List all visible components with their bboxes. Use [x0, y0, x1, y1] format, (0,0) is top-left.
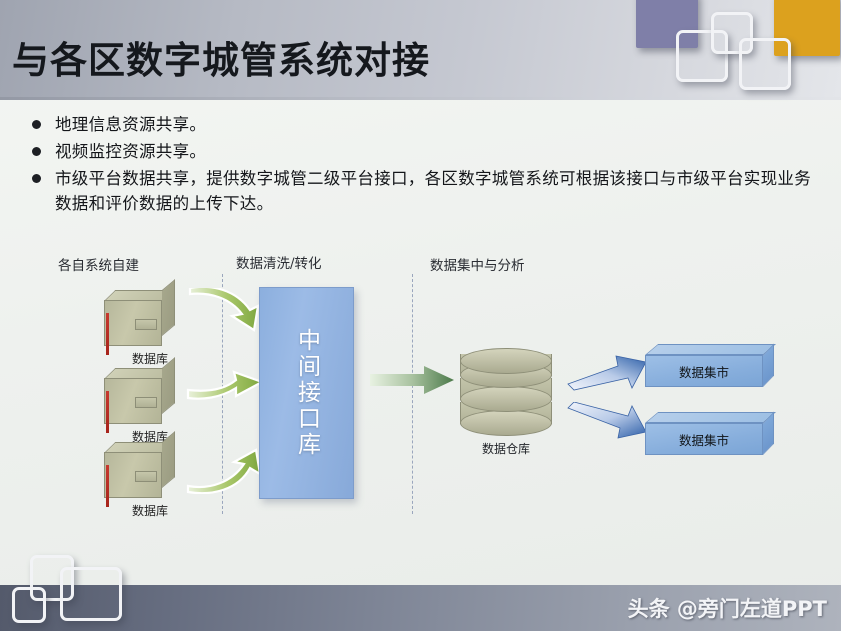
- database-icon: [104, 279, 186, 355]
- decor-outline-square-6: [12, 587, 46, 623]
- bullet-dot-icon: [32, 174, 41, 183]
- database-icon-side: [162, 357, 175, 414]
- source-database-label: 数据库: [131, 430, 168, 444]
- data-mart-top: [645, 412, 777, 423]
- bottom-band: [0, 585, 841, 631]
- database-icon-front: [104, 300, 162, 355]
- architecture-diagram: 各自系统自建 数据清洗/转化 数据集中与分析 数据库: [0, 240, 841, 530]
- database-icon-side: [162, 279, 175, 336]
- bullet-list: 地理信息资源共享。 视频监控资源共享。 市级平台数据共享，提供数字城管二级平台接…: [26, 112, 816, 218]
- database-icon: [104, 357, 186, 433]
- data-mart-front: 数据集市: [645, 423, 763, 455]
- flow-arrow-green-2: [186, 368, 266, 413]
- flow-arrow-blue-1: [566, 352, 648, 397]
- database-icon-accent: [106, 465, 109, 507]
- data-warehouse-cylinder: 数据仓库: [460, 348, 552, 456]
- source-database-label: 数据库: [131, 504, 168, 518]
- bullet-item: 地理信息资源共享。: [26, 112, 816, 137]
- decor-square-purple: [636, 0, 698, 48]
- database-icon-front: [104, 378, 162, 433]
- decoration-top-right: [596, 0, 841, 105]
- database-icon-front: [104, 452, 162, 507]
- title-band: [0, 0, 841, 100]
- database-icon-slot: [135, 397, 157, 408]
- middleware-label: 中间接口库: [293, 328, 320, 458]
- flow-arrow-green-3: [186, 448, 266, 499]
- flow-arrow-blue-2: [566, 401, 648, 451]
- database-icon-side: [162, 431, 175, 488]
- flow-arrow-green-1: [188, 285, 266, 339]
- cylinder-disk-2: [460, 386, 552, 412]
- database-icon-slot: [135, 471, 157, 482]
- source-database-3: 数据库: [104, 431, 186, 518]
- diagram-column-header-sources: 各自系统自建: [58, 258, 139, 274]
- middleware-interface-box: 中间接口库: [259, 287, 354, 499]
- bullet-item: 视频监控资源共享。: [26, 139, 816, 164]
- bullet-item: 市级平台数据共享，提供数字城管二级平台接口，各区数字城管系统可根据该接口与市级平…: [26, 166, 816, 216]
- data-mart-top: [645, 344, 777, 355]
- watermark-text: 头条 @旁门左道PPT: [627, 597, 827, 621]
- data-warehouse-label: 数据仓库: [481, 442, 530, 456]
- cylinder-disk-3: [460, 410, 552, 436]
- decor-outline-square-5: [60, 567, 122, 621]
- decor-outline-square-3: [739, 38, 791, 90]
- cylinder-top-disk: [460, 348, 552, 374]
- source-database-2: 数据库: [104, 357, 186, 444]
- decor-outline-square-2: [711, 12, 753, 54]
- bullet-dot-icon: [32, 120, 41, 129]
- database-icon: [104, 431, 186, 507]
- data-mart-1: 数据集市: [645, 343, 777, 392]
- diagram-divider-2: [412, 274, 413, 514]
- source-database-label: 数据库: [131, 352, 168, 366]
- bullet-text: 地理信息资源共享。: [55, 115, 207, 134]
- bullet-dot-icon: [32, 147, 41, 156]
- data-mart-front: 数据集市: [645, 355, 763, 387]
- source-database-1: 数据库: [104, 279, 186, 366]
- database-icon-accent: [106, 313, 109, 355]
- decoration-bottom-left: [0, 525, 150, 631]
- decor-outline-square-1: [676, 30, 728, 82]
- bullet-text: 市级平台数据共享，提供数字城管二级平台接口，各区数字城管系统可根据该接口与市级平…: [55, 169, 811, 213]
- page-title: 与各区数字城管系统对接: [12, 39, 430, 82]
- decor-square-gold: [774, 0, 840, 56]
- bullet-text: 视频监控资源共享。: [55, 142, 207, 161]
- decor-outline-square-4: [30, 555, 74, 601]
- diagram-column-header-analysis: 数据集中与分析: [430, 258, 525, 274]
- data-mart-2: 数据集市: [645, 411, 777, 460]
- database-icon-slot: [135, 319, 157, 330]
- flow-arrow-green-to-warehouse: [368, 364, 456, 401]
- data-mart-label: 数据集市: [678, 432, 729, 448]
- data-mart-label: 数据集市: [678, 364, 729, 380]
- database-icon-accent: [106, 391, 109, 433]
- diagram-column-header-cleansing: 数据清洗/转化: [236, 256, 322, 272]
